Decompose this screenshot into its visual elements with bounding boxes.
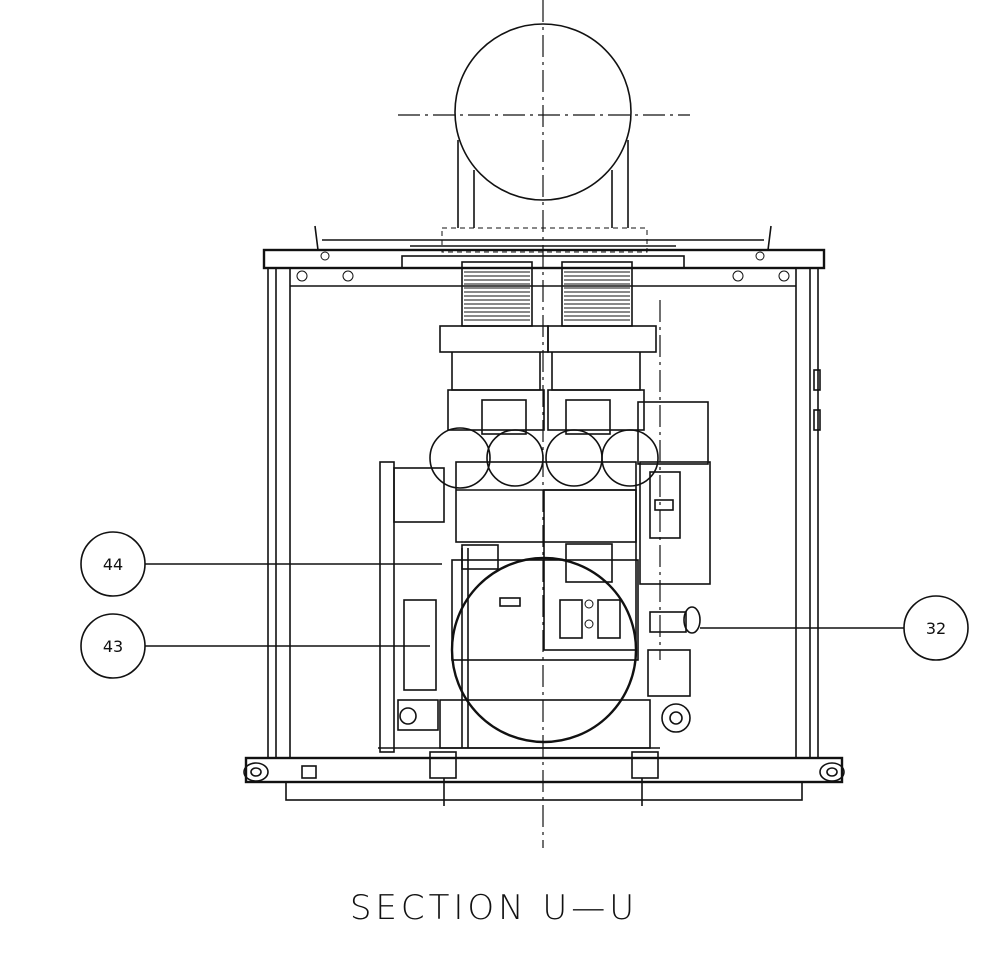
turbo-housings <box>429 427 659 489</box>
control-cabinet <box>637 401 711 585</box>
intake-housings <box>439 325 657 435</box>
balloon-43: 43 <box>80 613 430 679</box>
balloon-32-label: 32 <box>926 619 946 638</box>
base-skid <box>243 747 845 806</box>
roof-platform <box>314 225 772 269</box>
radiator-right <box>561 261 633 327</box>
section-title: SECTION U—U <box>349 888 639 928</box>
exhaust-silencer <box>454 23 632 228</box>
engine-block <box>455 461 637 651</box>
radiator-left <box>461 261 533 327</box>
right-pipe-outlet <box>647 606 701 733</box>
generator <box>439 556 651 749</box>
balloon-32: 32 <box>700 595 969 661</box>
balloon-44-label: 44 <box>103 555 123 574</box>
left-auxiliaries <box>379 461 469 753</box>
balloon-43-label: 43 <box>103 637 123 656</box>
balloon-44: 44 <box>80 531 442 597</box>
